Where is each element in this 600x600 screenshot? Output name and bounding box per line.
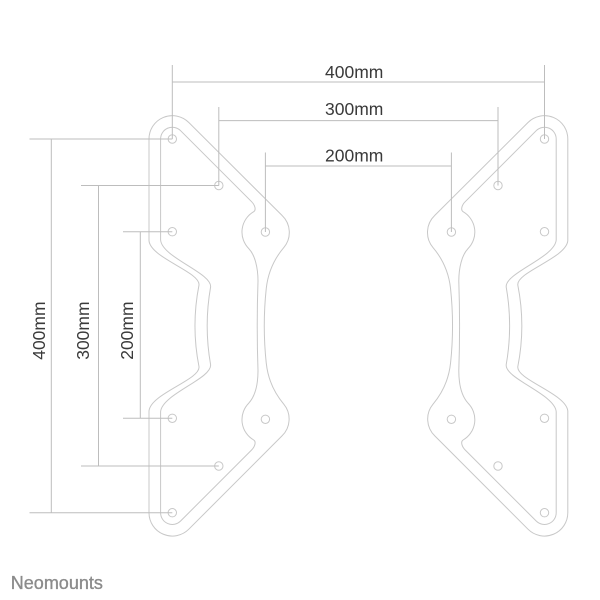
svg-text:300mm: 300mm: [73, 301, 93, 359]
svg-text:200mm: 200mm: [325, 146, 383, 166]
svg-text:400mm: 400mm: [29, 301, 49, 359]
svg-text:300mm: 300mm: [325, 99, 383, 119]
svg-text:200mm: 200mm: [117, 301, 137, 359]
svg-text:Neomounts: Neomounts: [11, 573, 103, 593]
svg-text:400mm: 400mm: [325, 62, 383, 82]
